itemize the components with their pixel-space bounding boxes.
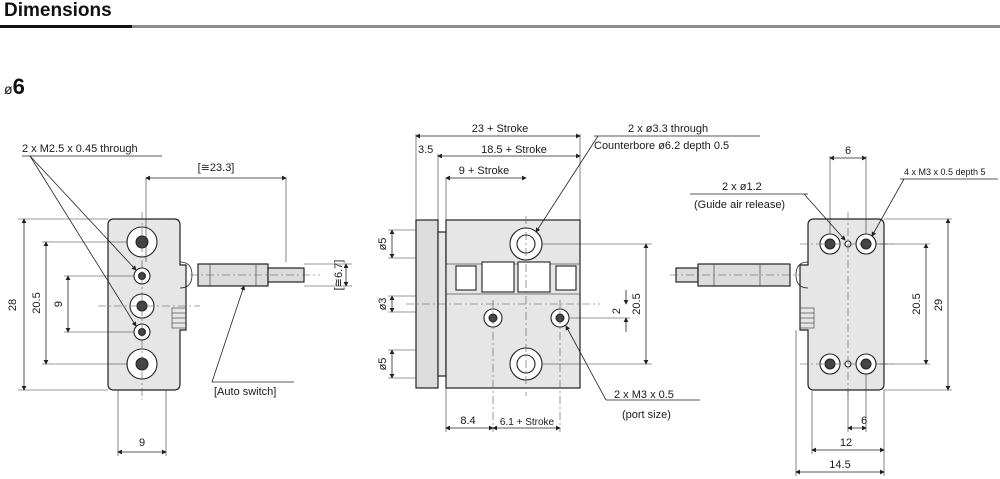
dim-switch-height: [≅6.7]: [333, 260, 345, 291]
header-rule-accent: [0, 25, 132, 28]
right-auto-switch: [697, 263, 791, 287]
center-dim-top-hole: ø5: [377, 238, 389, 251]
right-view: 6 4 x M3 x 0.5 depth 5 2 x ø1.2 (Guide a…: [670, 145, 998, 476]
center-view: 23 + Stroke 18.5 + Stroke 3.5 9 + Stroke…: [377, 123, 760, 432]
right-dim-bottom-12: 12: [840, 437, 852, 449]
center-callout-counterbore-2: Counterbore ø6.2 depth 0.5: [594, 140, 729, 152]
section-size: 6: [12, 74, 25, 99]
right-body: [799, 218, 885, 391]
header-rule: [0, 25, 1000, 28]
left-dim-pitch: 20.5: [31, 292, 43, 313]
center-callout-port-2: (port size): [622, 409, 671, 421]
center-dim-port-stroke: 6.1 + Stroke: [500, 417, 555, 428]
center-dim-flange: 3.5: [418, 144, 433, 156]
center-dim-offset: 2: [611, 308, 623, 314]
right-callout-guide-1: 2 x ø1.2: [722, 181, 762, 193]
page-title: Dimensions: [4, 0, 112, 21]
right-dim-pitch: 20.5: [911, 293, 923, 314]
left-view: [≅23.3] [≅6.7] 28 20.5 9 9 2 x M2.5 x 0.…: [7, 143, 352, 456]
left-dim-bottom: 9: [139, 437, 145, 449]
right-callout-guide-2: (Guide air release): [694, 199, 785, 211]
right-dim-bottom-6: 6: [861, 415, 867, 427]
center-dim-bot-hole: ø5: [377, 358, 389, 371]
right-dim-top: 6: [845, 145, 851, 157]
diameter-symbol: ø: [4, 81, 13, 97]
right-callout-tap: 4 x M3 x 0.5 depth 5: [904, 167, 986, 177]
left-dim-height: 28: [7, 299, 19, 311]
center-callout-port-1: 2 x M3 x 0.5: [614, 389, 674, 401]
center-callout-counterbore-1: 2 x ø3.3 through: [628, 123, 708, 135]
left-dim-inner: 9: [53, 301, 65, 307]
center-dim-mid-hole: ø3: [377, 298, 389, 311]
center-dim-total: 23 + Stroke: [472, 123, 529, 135]
center-dim-pitch: 20.5: [631, 293, 643, 314]
left-callout-through: 2 x M2.5 x 0.45 through: [22, 143, 138, 155]
right-dim-height: 29: [933, 299, 945, 311]
auto-switch-label: [Auto switch]: [214, 386, 276, 398]
center-dim-body: 18.5 + Stroke: [481, 144, 547, 156]
center-dim-port-pitch: 9 + Stroke: [459, 165, 509, 177]
header: Dimensions: [0, 0, 1000, 30]
section-label: ø6: [4, 74, 25, 100]
dim-switch-length: [≅23.3]: [198, 162, 235, 174]
center-dim-port-x: 8.4: [460, 415, 475, 427]
right-dim-bottom-14: 14.5: [829, 459, 850, 471]
